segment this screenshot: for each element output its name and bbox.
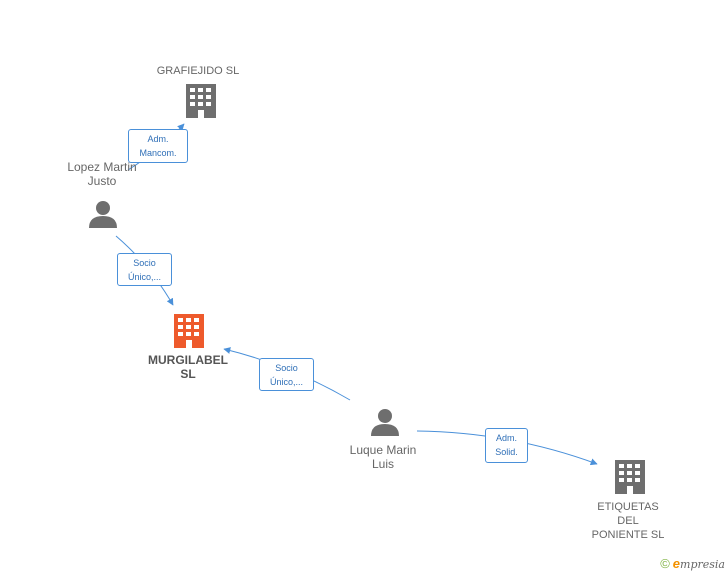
person-icon [371, 409, 399, 436]
building-icon [615, 460, 645, 494]
node-label-luque[interactable]: Luque Marin Luis [349, 443, 417, 471]
node-label-etiquetas[interactable]: ETIQUETAS DEL PONIENTE SL [591, 501, 665, 541]
brand-name: mpresia [680, 558, 725, 571]
node-label-grafiejido[interactable]: GRAFIEJIDO SL [156, 65, 240, 77]
building-icon-main [174, 314, 204, 348]
node-label-murgilabel[interactable]: MURGILABEL SL [148, 353, 228, 381]
person-icon [89, 201, 117, 228]
edge-label-adm-solid: Adm. Solid. [485, 428, 528, 463]
edge-label-socio-unico-luque: Socio Único,... [259, 358, 314, 391]
building-icon [186, 84, 216, 118]
empresia-logo: ©empresia [660, 556, 725, 571]
edge-label-adm-mancom: Adm. Mancom. [128, 129, 188, 163]
brand-initial: e [672, 556, 681, 571]
node-label-lopez[interactable]: Lopez Martin Justo [67, 160, 137, 188]
edge-label-socio-unico-lopez: Socio Único,... [117, 253, 172, 286]
copyright-icon: © [660, 556, 670, 571]
